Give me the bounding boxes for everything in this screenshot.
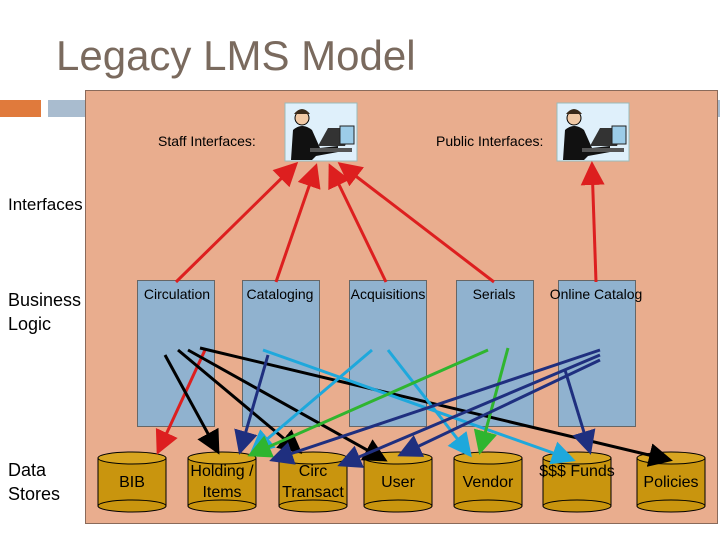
module-label-circulation: Circulation bbox=[143, 286, 211, 302]
store-label-circ-transact: Circ Transact bbox=[282, 463, 344, 501]
public-user-icon bbox=[556, 102, 630, 162]
module-column-online-catalog bbox=[558, 280, 636, 427]
store-label-holding-items: Holding / Items bbox=[190, 463, 254, 501]
row-label-business-logic: Business Logic bbox=[8, 290, 82, 334]
store-label-vendor: Vendor bbox=[462, 474, 514, 491]
module-label-serials: Serials bbox=[472, 286, 516, 302]
module-label-online-catalog: Online Catalog bbox=[549, 286, 643, 302]
staff-user-icon bbox=[284, 102, 358, 162]
store-cylinder-circ-transact bbox=[278, 451, 348, 513]
store-label-funds: $$$ Funds bbox=[539, 463, 615, 480]
store-cylinder-holding-items bbox=[187, 451, 257, 513]
module-label-cataloging: Cataloging bbox=[246, 286, 314, 302]
store-label-policies: Policies bbox=[643, 474, 699, 491]
store-cylinder-bib bbox=[97, 451, 167, 513]
page-title: Legacy LMS Model bbox=[56, 32, 416, 79]
staff-interfaces-label: Staff Interfaces: bbox=[158, 133, 256, 149]
module-column-serials bbox=[456, 280, 534, 427]
store-cylinder-vendor bbox=[453, 451, 523, 513]
row-label-data-stores: Data Stores bbox=[8, 460, 61, 504]
title-accent-bar bbox=[0, 100, 41, 117]
public-interfaces-label: Public Interfaces: bbox=[436, 133, 544, 149]
store-label-user: User bbox=[381, 474, 415, 491]
interface-arrows bbox=[174, 161, 605, 284]
data-access-arrows bbox=[155, 346, 673, 468]
store-label-bib: BIB bbox=[119, 474, 145, 491]
row-label-interfaces: Interfaces bbox=[8, 195, 83, 214]
module-label-acquisitions: Acquisitions bbox=[350, 286, 426, 302]
module-column-acquisitions bbox=[349, 280, 427, 427]
